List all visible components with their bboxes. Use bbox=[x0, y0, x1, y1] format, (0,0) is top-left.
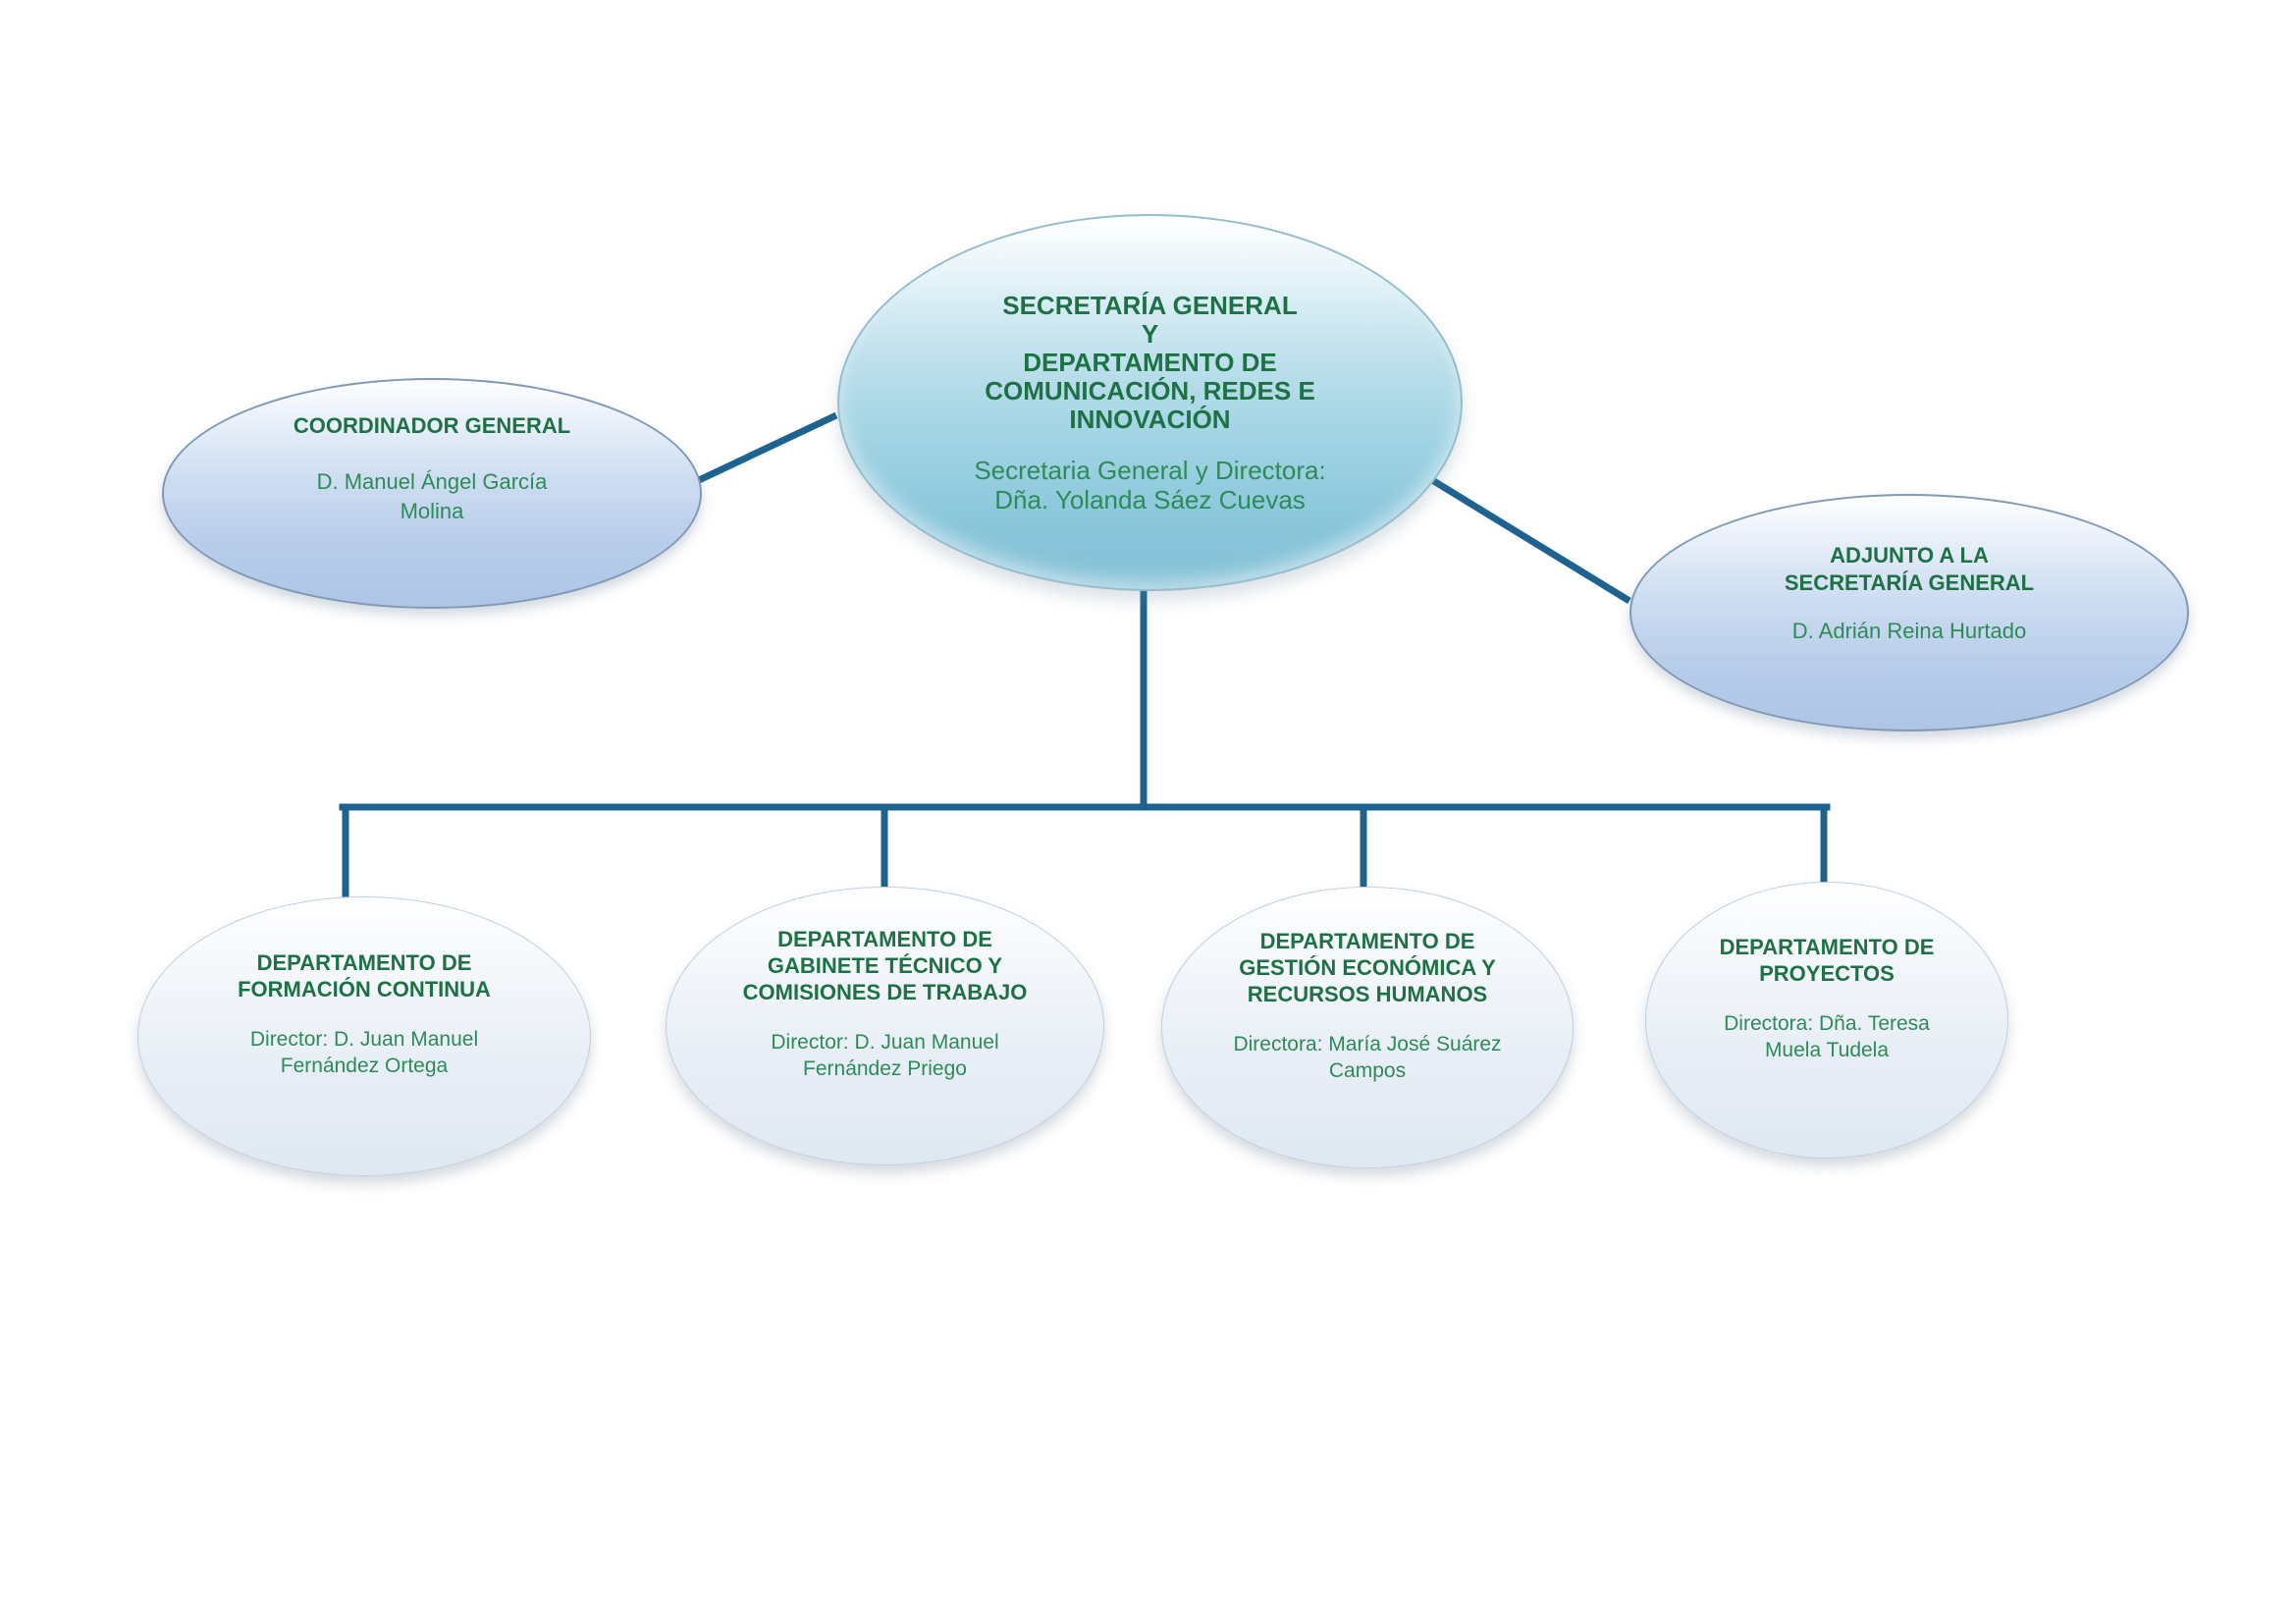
node-title: ADJUNTO A LA SECRETARÍA GENERAL bbox=[1784, 543, 2035, 595]
node-departamento-formacion-continua: DEPARTAMENTO DE FORMACIÓN CONTINUA Direc… bbox=[137, 896, 591, 1176]
node-person: Secretaria General y Directora: Dña. Yol… bbox=[974, 455, 1326, 514]
node-departamento-proyectos: DEPARTAMENTO DE PROYECTOS Directora: Dña… bbox=[1645, 882, 2008, 1159]
node-departamento-gabinete-tecnico: DEPARTAMENTO DE GABINETE TÉCNICO Y COMIS… bbox=[666, 887, 1104, 1165]
node-title: DEPARTAMENTO DE FORMACIÓN CONTINUA bbox=[238, 950, 491, 1001]
node-title: DEPARTAMENTO DE PROYECTOS bbox=[1719, 934, 1935, 986]
node-title: SECRETARÍA GENERAL Y DEPARTAMENTO DE COM… bbox=[985, 290, 1315, 434]
node-secretaria-general: SECRETARÍA GENERAL Y DEPARTAMENTO DE COM… bbox=[837, 214, 1463, 591]
node-coordinador-general: COORDINADOR GENERAL D. Manuel Ángel Garc… bbox=[162, 378, 702, 609]
connector-adjunto bbox=[1417, 469, 1631, 604]
node-departamento-gestion-economica: DEPARTAMENTO DE GESTIÓN ECONÓMICA Y RECU… bbox=[1161, 887, 1574, 1168]
node-person: Director: D. Juan Manuel Fernández Prieg… bbox=[771, 1031, 999, 1080]
node-person: Director: D. Juan Manuel Fernández Orteg… bbox=[249, 1028, 479, 1077]
connector-coordinador bbox=[697, 411, 838, 484]
node-person: Directora: Dña. Teresa Muela Tudela bbox=[1724, 1011, 1930, 1061]
node-title: DEPARTAMENTO DE GABINETE TÉCNICO Y COMIS… bbox=[742, 927, 1028, 1004]
node-person: D. Manuel Ángel García Molina bbox=[316, 468, 548, 523]
node-adjunto-secretaria-general: ADJUNTO A LA SECRETARÍA GENERAL D. Adriá… bbox=[1629, 494, 2189, 731]
node-person: D. Adrián Reina Hurtado bbox=[1791, 619, 2027, 643]
node-title: DEPARTAMENTO DE GESTIÓN ECONÓMICA Y RECU… bbox=[1239, 928, 1496, 1006]
node-person: Directora: María José Suárez Campos bbox=[1233, 1032, 1502, 1082]
node-title: COORDINADOR GENERAL bbox=[293, 412, 571, 438]
